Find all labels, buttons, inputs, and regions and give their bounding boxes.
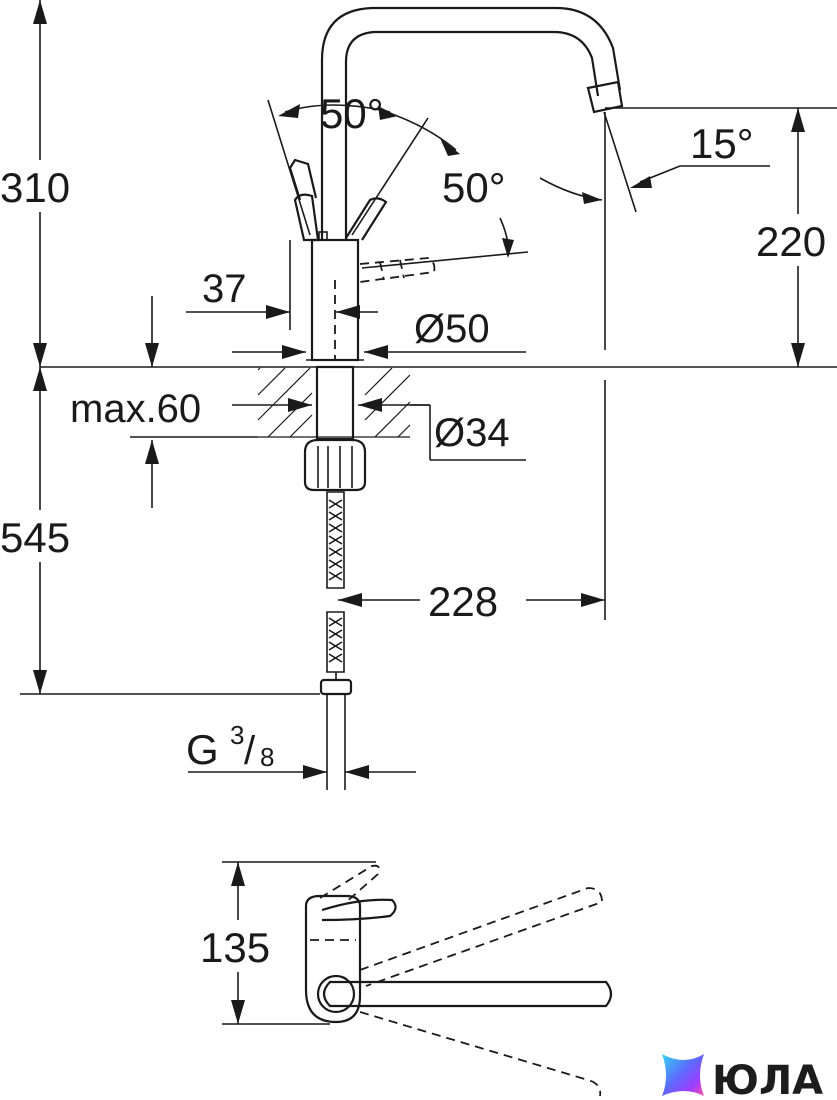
dim-g-numerator: 3 xyxy=(230,720,244,750)
faucet-body xyxy=(306,231,364,362)
spout-angle-line xyxy=(603,111,637,213)
arrow-head xyxy=(278,104,300,118)
dim-g38 xyxy=(188,765,416,779)
dim-220-label: 220 xyxy=(756,218,826,265)
arrow-head xyxy=(440,138,460,156)
dim-g-label: G xyxy=(186,726,219,773)
shank xyxy=(303,365,367,492)
dim-228-label: 228 xyxy=(428,578,498,625)
dim-max60 xyxy=(130,296,312,508)
top-view xyxy=(196,861,613,1097)
arrow-head xyxy=(582,192,602,204)
dim-d50-label: Ø50 xyxy=(414,307,490,351)
dim-310-label: 310 xyxy=(0,164,70,211)
dim-d34-label: Ø34 xyxy=(434,411,510,455)
dim-220 xyxy=(752,108,837,367)
dim-max60-label: max.60 xyxy=(70,387,201,431)
spout xyxy=(320,6,624,240)
dim-228 xyxy=(338,593,605,607)
dim-g-denominator: 8 xyxy=(260,742,274,772)
dim-545 xyxy=(0,367,320,695)
lever-rest xyxy=(288,158,320,242)
angle-50-side-label: 50° xyxy=(442,164,506,211)
dim-310 xyxy=(0,0,86,367)
angle-line-left xyxy=(267,99,311,236)
lever-tilted xyxy=(345,197,388,241)
countertop-section xyxy=(257,367,411,438)
angle-50-top-label: 50° xyxy=(320,90,384,137)
yula-logo: ЮЛА xyxy=(662,1054,823,1100)
angle-15-label: 15° xyxy=(690,120,754,167)
angle-arc-top-right xyxy=(391,113,457,151)
lever-horizontal-dashed xyxy=(359,257,436,283)
dim-135-label: 135 xyxy=(200,924,270,971)
angle-line-horizontal xyxy=(361,251,529,269)
dim-37-label: 37 xyxy=(202,267,247,311)
arrow-head xyxy=(502,238,514,258)
dim-g-slash: / xyxy=(244,729,256,773)
dim-37 xyxy=(186,240,378,330)
yula-logo-icon xyxy=(662,1054,704,1096)
arrow-head xyxy=(630,176,652,188)
angle-line-right xyxy=(351,117,429,236)
arrow-head xyxy=(378,106,398,120)
dim-d34 xyxy=(358,398,526,461)
supply-hose xyxy=(319,491,353,790)
dim-545-label: 545 xyxy=(0,514,70,561)
yula-logo-text: ЮЛА xyxy=(712,1058,823,1100)
dim-d50 xyxy=(232,345,526,359)
